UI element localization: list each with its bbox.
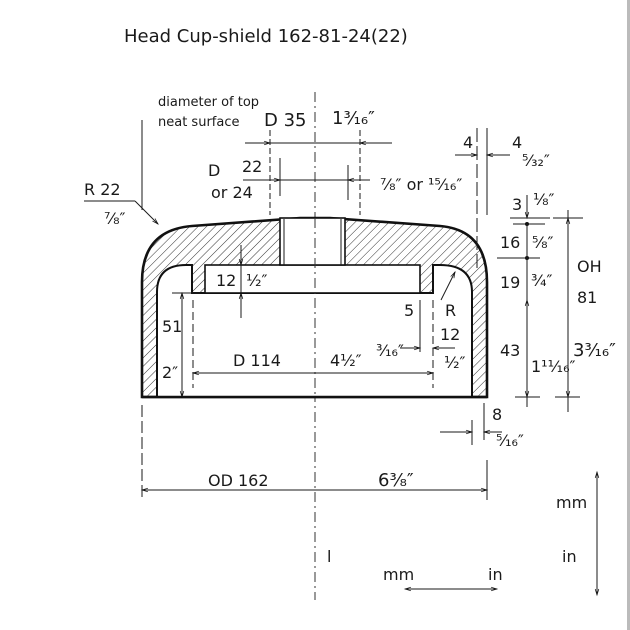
dim-wall4-in: ⁵⁄₃₂″ — [522, 151, 550, 170]
label-top-surface-2: neat surface — [158, 115, 239, 130]
dim-h51: 51 — [162, 317, 182, 336]
dim-d22-d: D — [208, 161, 220, 180]
dim-h43: 43 — [500, 341, 520, 360]
dim-d114: D 114 — [233, 351, 281, 370]
dim-od162-in: 6³⁄₈″ — [378, 470, 414, 491]
dim-oh81: 81 — [577, 288, 597, 307]
dim-h12: 12 — [216, 271, 236, 290]
dim-h19-in: ³⁄₄″ — [531, 271, 553, 290]
legend-mm-horizontal: mm — [383, 565, 414, 584]
dim-r22: R 22 — [84, 180, 121, 199]
dim-r12-in: ¹⁄₂″ — [444, 353, 466, 372]
legend-in-horizontal: in — [488, 565, 503, 584]
dim-d35: D 35 — [264, 110, 307, 131]
dim-oh: OH — [577, 257, 602, 276]
dim-r12-r: R — [445, 301, 456, 320]
dim-od162: OD 162 — [208, 471, 269, 490]
dim-h12-in: ¹⁄₂″ — [246, 271, 268, 290]
dim-h19: 19 — [500, 273, 520, 292]
dim-r22-in: ⁷⁄₈″ — [104, 209, 126, 228]
legend-l: l — [327, 547, 331, 566]
dim-w8: 8 — [492, 405, 502, 424]
cup-cavity — [156, 264, 473, 398]
dim-w5: 5 — [404, 301, 414, 320]
dim-h3-in: ¹⁄₈″ — [533, 190, 555, 209]
legend-mm-vertical: mm — [556, 493, 587, 512]
dim-h51-in: 2″ — [162, 363, 178, 382]
dim-d22-or: or 24 — [211, 183, 253, 202]
dim-h3: 3 — [512, 195, 522, 214]
dim-d35-in: 1³⁄₁₆″ — [332, 108, 375, 129]
dim-oh-in: 3³⁄₁₆″ — [573, 340, 616, 361]
drawing-title: Head Cup-shield 162-81-24(22) — [124, 26, 408, 47]
dim-wall4-a: 4 — [463, 133, 473, 152]
dim-h16-in: ⁵⁄₈″ — [532, 233, 554, 252]
dim-wall4-b: 4 — [512, 133, 522, 152]
dim-d22: 22 — [242, 157, 262, 176]
label-top-surface-1: diameter of top — [158, 95, 259, 110]
dim-w8-in: ⁵⁄₁₆″ — [496, 431, 524, 450]
dim-h43-in: 1¹¹⁄₁₆″ — [531, 357, 576, 376]
dim-h16: 16 — [500, 233, 520, 252]
legend-in-vertical: in — [562, 547, 577, 566]
dim-w5-in: ³⁄₁₆″ — [376, 341, 404, 360]
dim-r12: 12 — [440, 325, 460, 344]
center-hole — [279, 217, 346, 266]
dim-d22-in: ⁷⁄₈″ or ¹⁵⁄₁₆″ — [380, 175, 462, 194]
dim-d114-in: 4¹⁄₂″ — [330, 351, 362, 370]
cup-recess — [204, 264, 421, 294]
